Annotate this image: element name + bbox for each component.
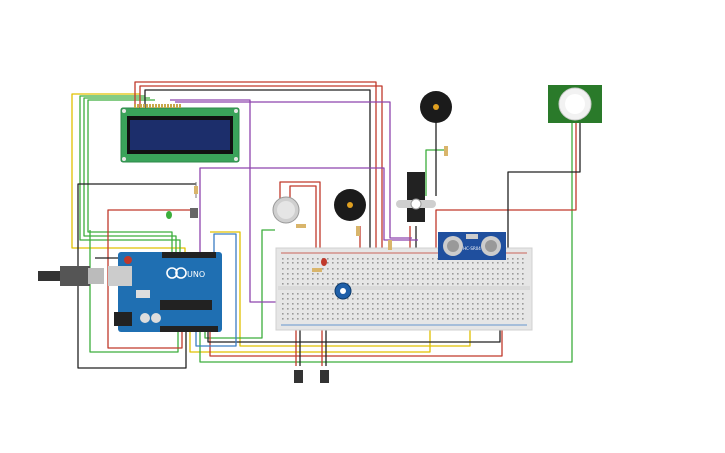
- wire-red[interactable]: [107, 209, 192, 349]
- wire-black[interactable]: [144, 89, 371, 248]
- arduino-uno-board[interactable]: UNO: [38, 252, 222, 332]
- wire-green[interactable]: [87, 99, 173, 258]
- wire-yellow[interactable]: [189, 318, 431, 353]
- wire-red[interactable]: [209, 322, 503, 357]
- servo-motor[interactable]: [396, 172, 436, 222]
- wire-green[interactable]: [89, 230, 179, 353]
- resistor: [194, 182, 198, 198]
- usb-port: [88, 268, 104, 284]
- wire-blue[interactable]: [195, 233, 237, 347]
- wire-yellow[interactable]: [71, 93, 186, 258]
- wire-red[interactable]: [134, 81, 377, 248]
- resistor: [312, 146, 448, 272]
- potentiometer[interactable]: [334, 282, 352, 300]
- wire-black[interactable]: [507, 122, 581, 256]
- analog-header: [160, 326, 218, 332]
- connector: [294, 370, 329, 383]
- ultrasonic-sensor: HC-SR04: [438, 232, 506, 260]
- wire-red[interactable]: [289, 185, 317, 258]
- piezo-buzzer: [334, 189, 366, 221]
- reset-button[interactable]: [124, 256, 132, 264]
- piezo-buzzer: [420, 91, 452, 123]
- wire-yellow[interactable]: [210, 231, 471, 347]
- wire-purple[interactable]: [199, 167, 418, 258]
- usb-cable-plug: [38, 271, 64, 281]
- wire-red[interactable]: [435, 122, 577, 256]
- lcd-pin-header: [134, 104, 181, 108]
- gas-sensor: [272, 196, 306, 228]
- digital-header: [162, 252, 216, 258]
- lcd-screen: [130, 120, 230, 150]
- atmega-chip: [160, 300, 212, 310]
- wire-black[interactable]: [207, 320, 501, 343]
- wire-black[interactable]: [77, 183, 196, 369]
- wire-red[interactable]: [139, 85, 383, 248]
- wires: [71, 81, 581, 369]
- wire-red[interactable]: [279, 181, 321, 255]
- breadboard[interactable]: [275, 247, 533, 331]
- usb-cable-connector: [60, 266, 90, 286]
- green-led: [166, 211, 172, 219]
- board-brand-label: UNO: [187, 270, 205, 279]
- power-jack: [114, 312, 132, 326]
- pir-motion-sensor: [548, 85, 602, 123]
- wire-green[interactable]: [204, 229, 275, 339]
- ultrasonic-label: HC-SR04: [463, 246, 481, 251]
- wire-green[interactable]: [83, 97, 177, 258]
- wire-green[interactable]: [79, 95, 181, 258]
- lcd-display[interactable]: [120, 104, 240, 163]
- arduino-infinity-logo: [166, 267, 187, 279]
- red-led: [321, 258, 327, 266]
- pushbutton[interactable]: [190, 208, 198, 218]
- wire-green[interactable]: [425, 149, 446, 196]
- wire-purple[interactable]: [175, 101, 412, 239]
